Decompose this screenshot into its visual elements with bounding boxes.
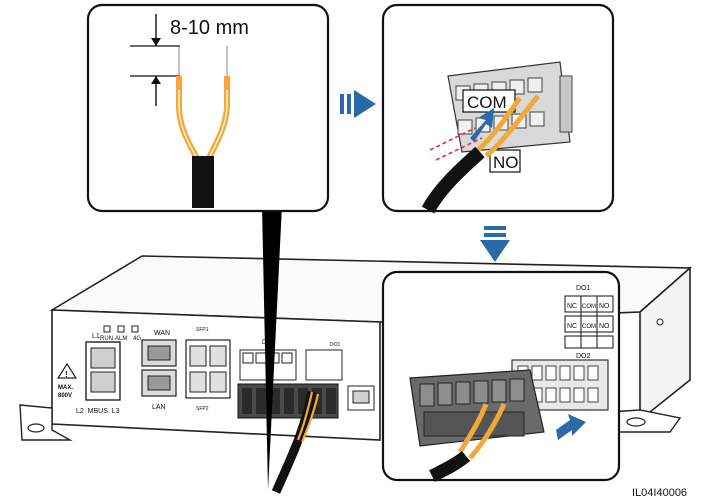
figure-id: IL04I40006: [632, 487, 687, 499]
cable: [421, 146, 485, 214]
do2-label: DO2: [576, 353, 591, 360]
detail-strip-length: 8-10 mm: [86, 3, 330, 213]
do-cell: COM: [582, 324, 596, 330]
do-cell: NO: [599, 323, 610, 330]
status-leds: RUN ALM 4G: [100, 325, 141, 342]
label-wan: WAN: [154, 330, 170, 337]
device-terminal-row: [237, 383, 339, 419]
no-label-box: [489, 149, 521, 173]
plug-block: [409, 369, 545, 447]
label-do1-device: DO1: [330, 342, 341, 348]
insertion-mark: [435, 137, 483, 161]
callout-pointer: [262, 205, 282, 490]
led-4g-label: 4G: [133, 336, 141, 342]
led-alm-label: ALM: [115, 336, 127, 342]
insertion-mark: [429, 127, 476, 151]
do-header-table: NC COM NO NC COM NO: [564, 295, 614, 349]
do-cell: NO: [599, 303, 610, 310]
arrow-down-icon: [480, 226, 510, 262]
do-cell: NC: [567, 323, 577, 330]
cable-into-device: [271, 391, 320, 494]
svg-text:!: !: [65, 370, 68, 379]
detail-plug-insertion: DO1 NC COM NO NC COM NO DO2: [381, 270, 621, 482]
label-max: MAX.: [58, 385, 73, 391]
label-lan: LAN: [152, 404, 166, 411]
do1-label: DO1: [576, 285, 591, 292]
com-label: COM: [467, 93, 507, 112]
no-label: NO: [493, 153, 519, 172]
detail-terminal-insertion: COM NO: [381, 3, 615, 214]
label-l1: L1: [92, 333, 100, 340]
led-run-label: RUN: [100, 336, 113, 342]
stripped-wires: [176, 46, 230, 162]
label-sfp1: SFP1: [196, 327, 209, 333]
label-l2-mbus-l3: L2 MBUS L3: [76, 408, 120, 415]
strip-length-label: 8-10 mm: [170, 17, 249, 39]
do-cell: COM: [582, 304, 596, 310]
cable: [429, 450, 471, 482]
arrow-right-icon: [340, 90, 376, 118]
label-sfp2: SFP2: [196, 406, 209, 412]
insert-arrow-icon: [556, 414, 586, 440]
insert-arrow-icon: [470, 108, 494, 142]
warning-icon: [56, 362, 78, 379]
label-voltage: 800V: [58, 393, 72, 399]
cable-jacket: [192, 156, 214, 208]
do-cell: NC: [567, 303, 577, 310]
